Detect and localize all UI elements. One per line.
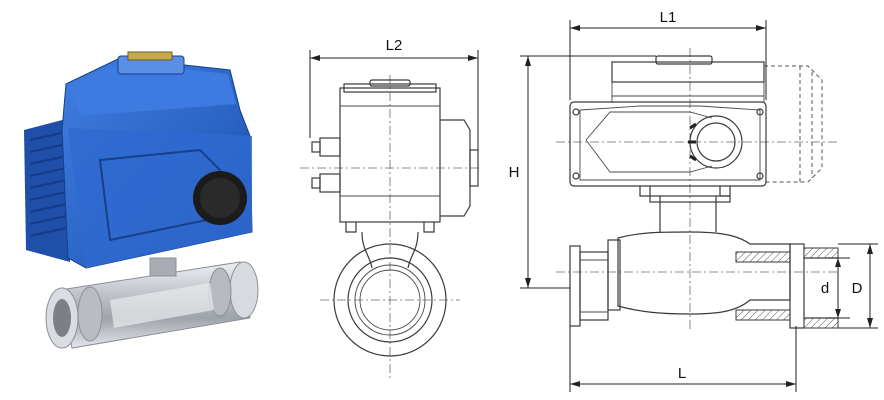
position-indicator-knob xyxy=(193,171,247,225)
label-L: L xyxy=(678,365,686,382)
actuator-housing xyxy=(24,51,253,269)
product-photo xyxy=(24,51,259,349)
label-L1: L1 xyxy=(660,9,677,26)
cable-glands-side xyxy=(311,137,341,193)
dimension-D xyxy=(838,243,878,329)
label-L2: L2 xyxy=(386,37,403,54)
dimension-d xyxy=(828,257,850,319)
indicator-window xyxy=(688,115,743,169)
label-D: D xyxy=(852,280,863,297)
dimension-L1 xyxy=(569,20,767,100)
dimension-L xyxy=(569,326,797,392)
valve-body-steel xyxy=(45,257,259,349)
dimension-H xyxy=(520,55,656,289)
front-view xyxy=(520,20,878,392)
label-H: H xyxy=(509,164,520,181)
dimension-L2 xyxy=(309,50,479,150)
side-view xyxy=(300,50,480,380)
label-d: d xyxy=(821,280,829,297)
